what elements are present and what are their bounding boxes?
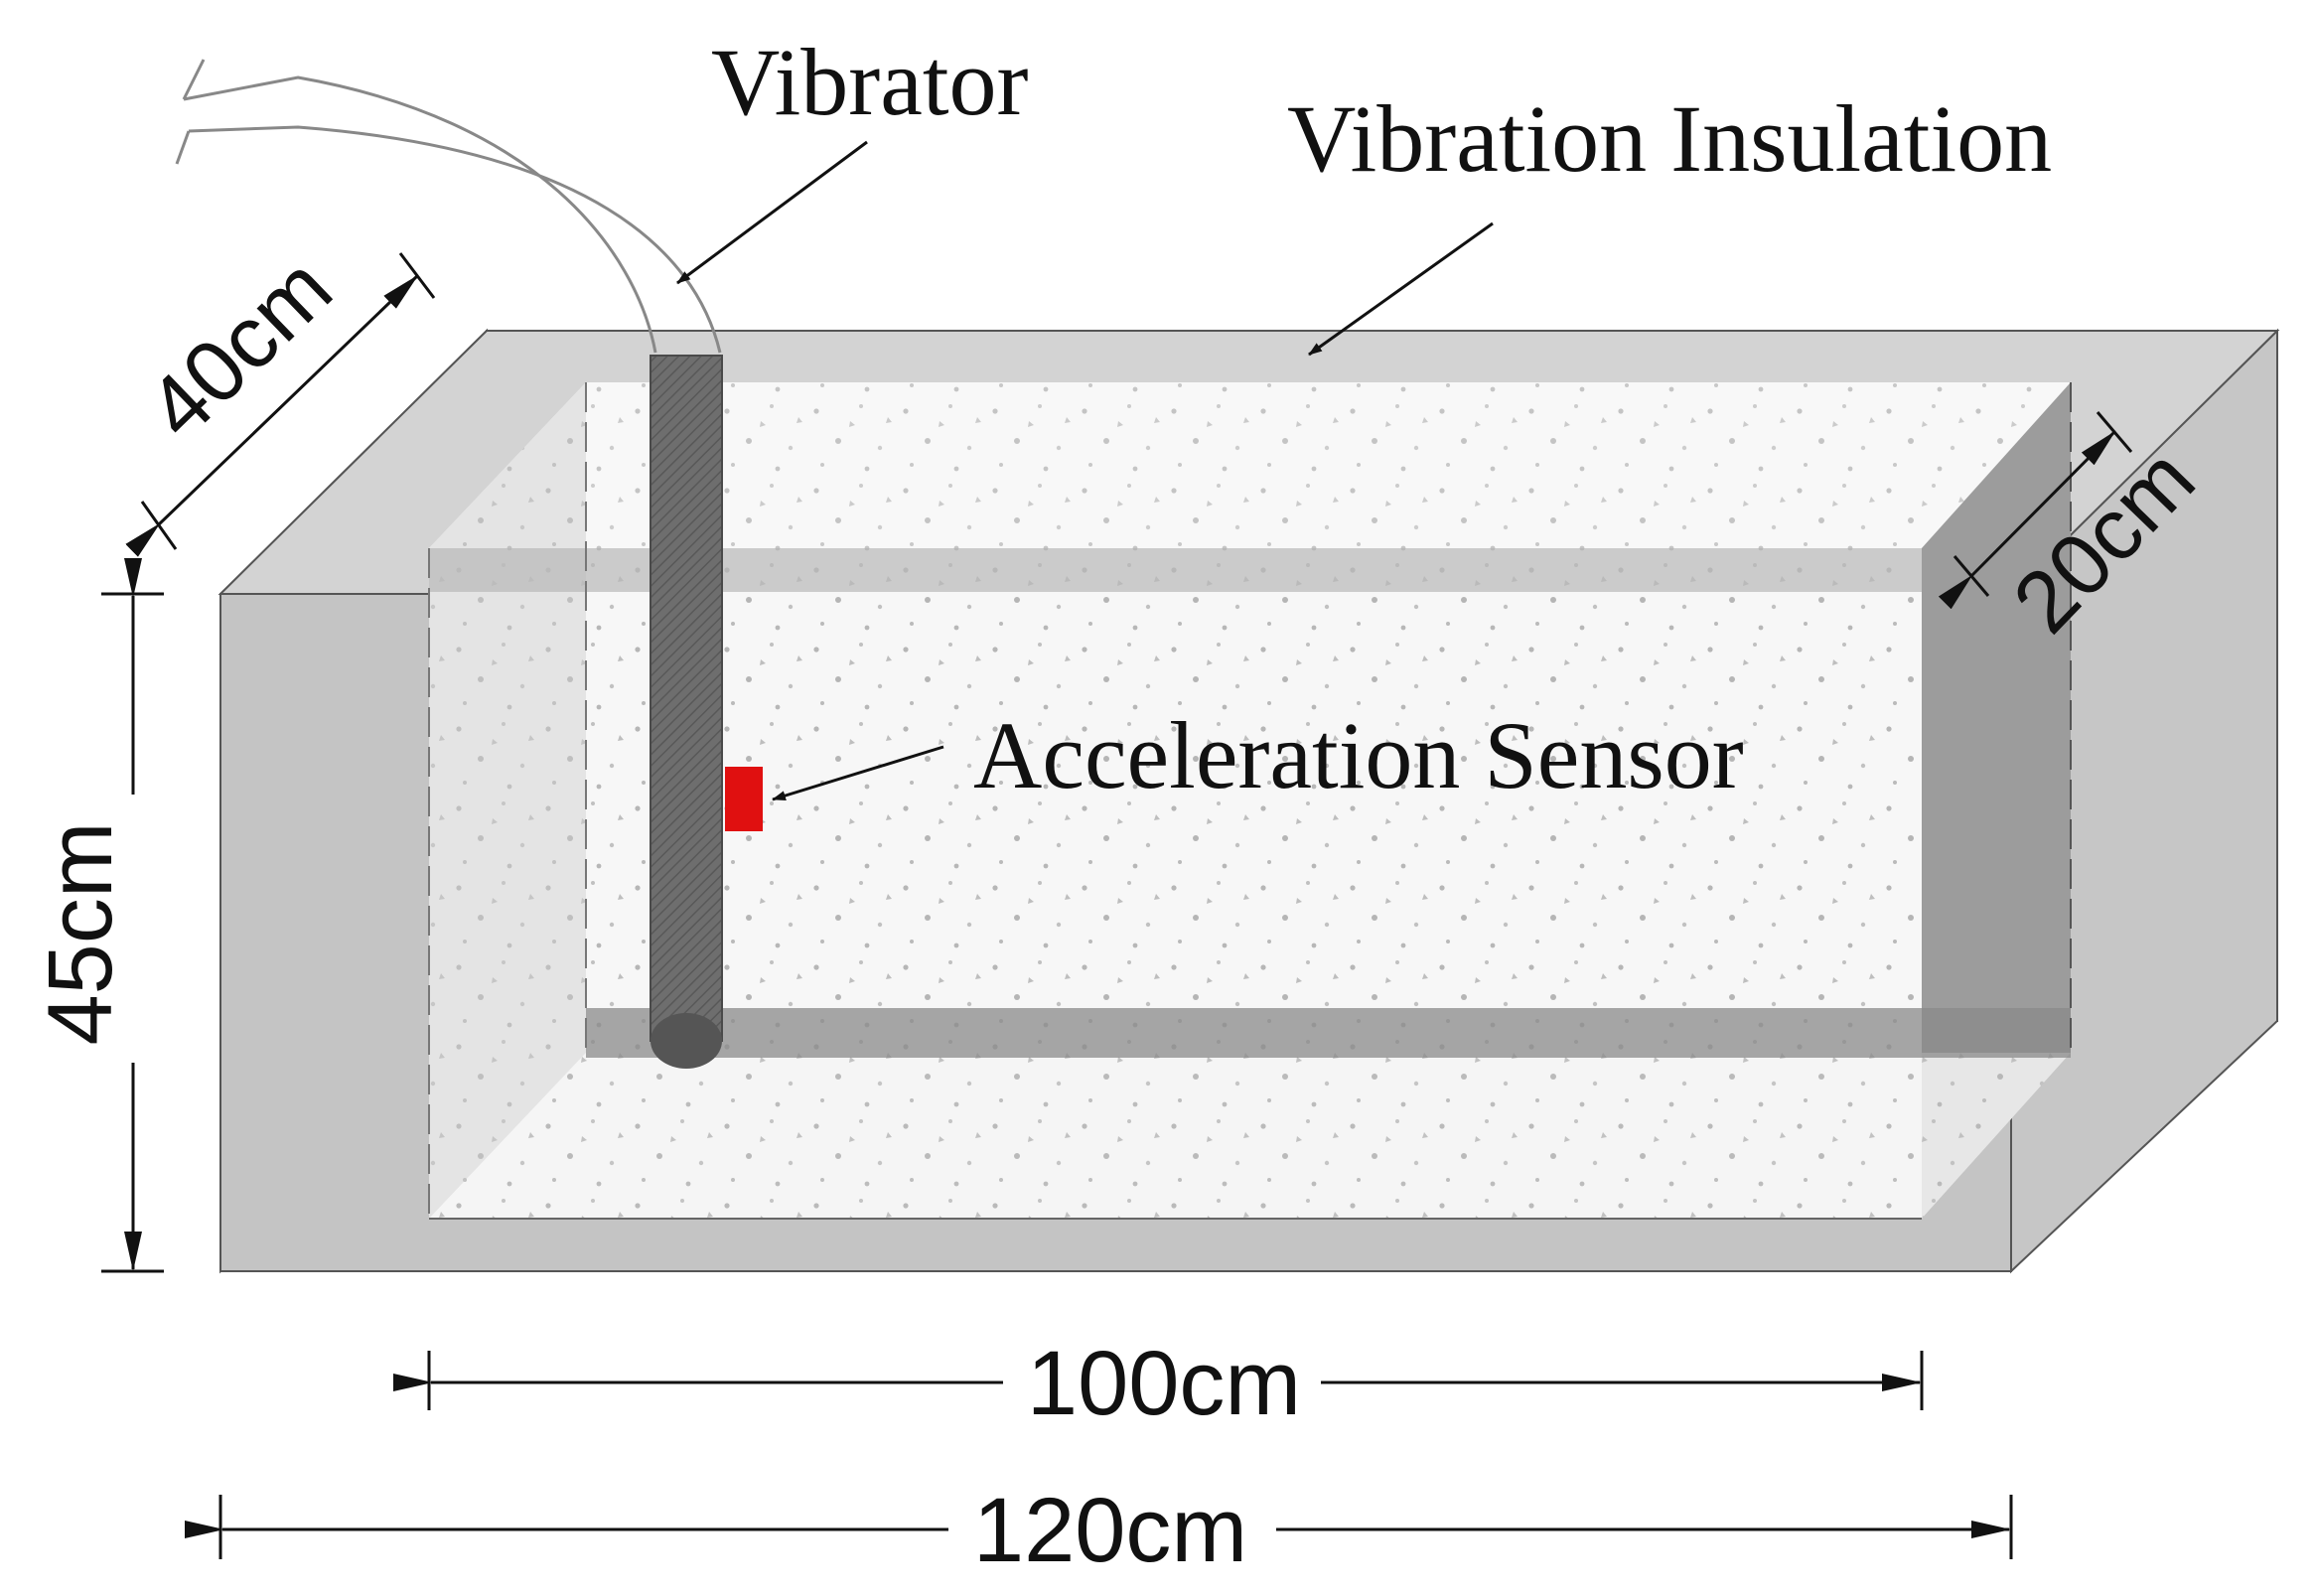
dimension-120cm: 120cm (185, 1480, 2013, 1581)
acceleration-sensor (725, 767, 763, 831)
vibrator-pointer (676, 140, 868, 285)
vibrator-hose-inner (188, 125, 722, 354)
vibrator-hose-outer (183, 75, 657, 354)
vibrator (175, 59, 723, 1069)
sensor-pointer (772, 745, 944, 801)
insulation-pointer (1308, 221, 1494, 357)
dimension-label-40cm: 40cm (128, 238, 351, 458)
label-vibrator: Vibrator (711, 29, 1028, 135)
inner-bottom-band (586, 1008, 2071, 1058)
label-vibration-insulation: Vibration Insulation (1287, 85, 2052, 192)
dimension-label-45cm: 45cm (30, 822, 131, 1046)
label-acceleration-sensor: Acceleration Sensor (973, 702, 1744, 808)
dimension-label-120cm: 120cm (973, 1480, 1247, 1581)
dimension-100cm: 100cm (393, 1333, 1924, 1434)
vibrator-rod (650, 355, 723, 1042)
dimension-45cm: 45cm (30, 558, 199, 1273)
dimension-label-100cm: 100cm (1027, 1333, 1301, 1434)
